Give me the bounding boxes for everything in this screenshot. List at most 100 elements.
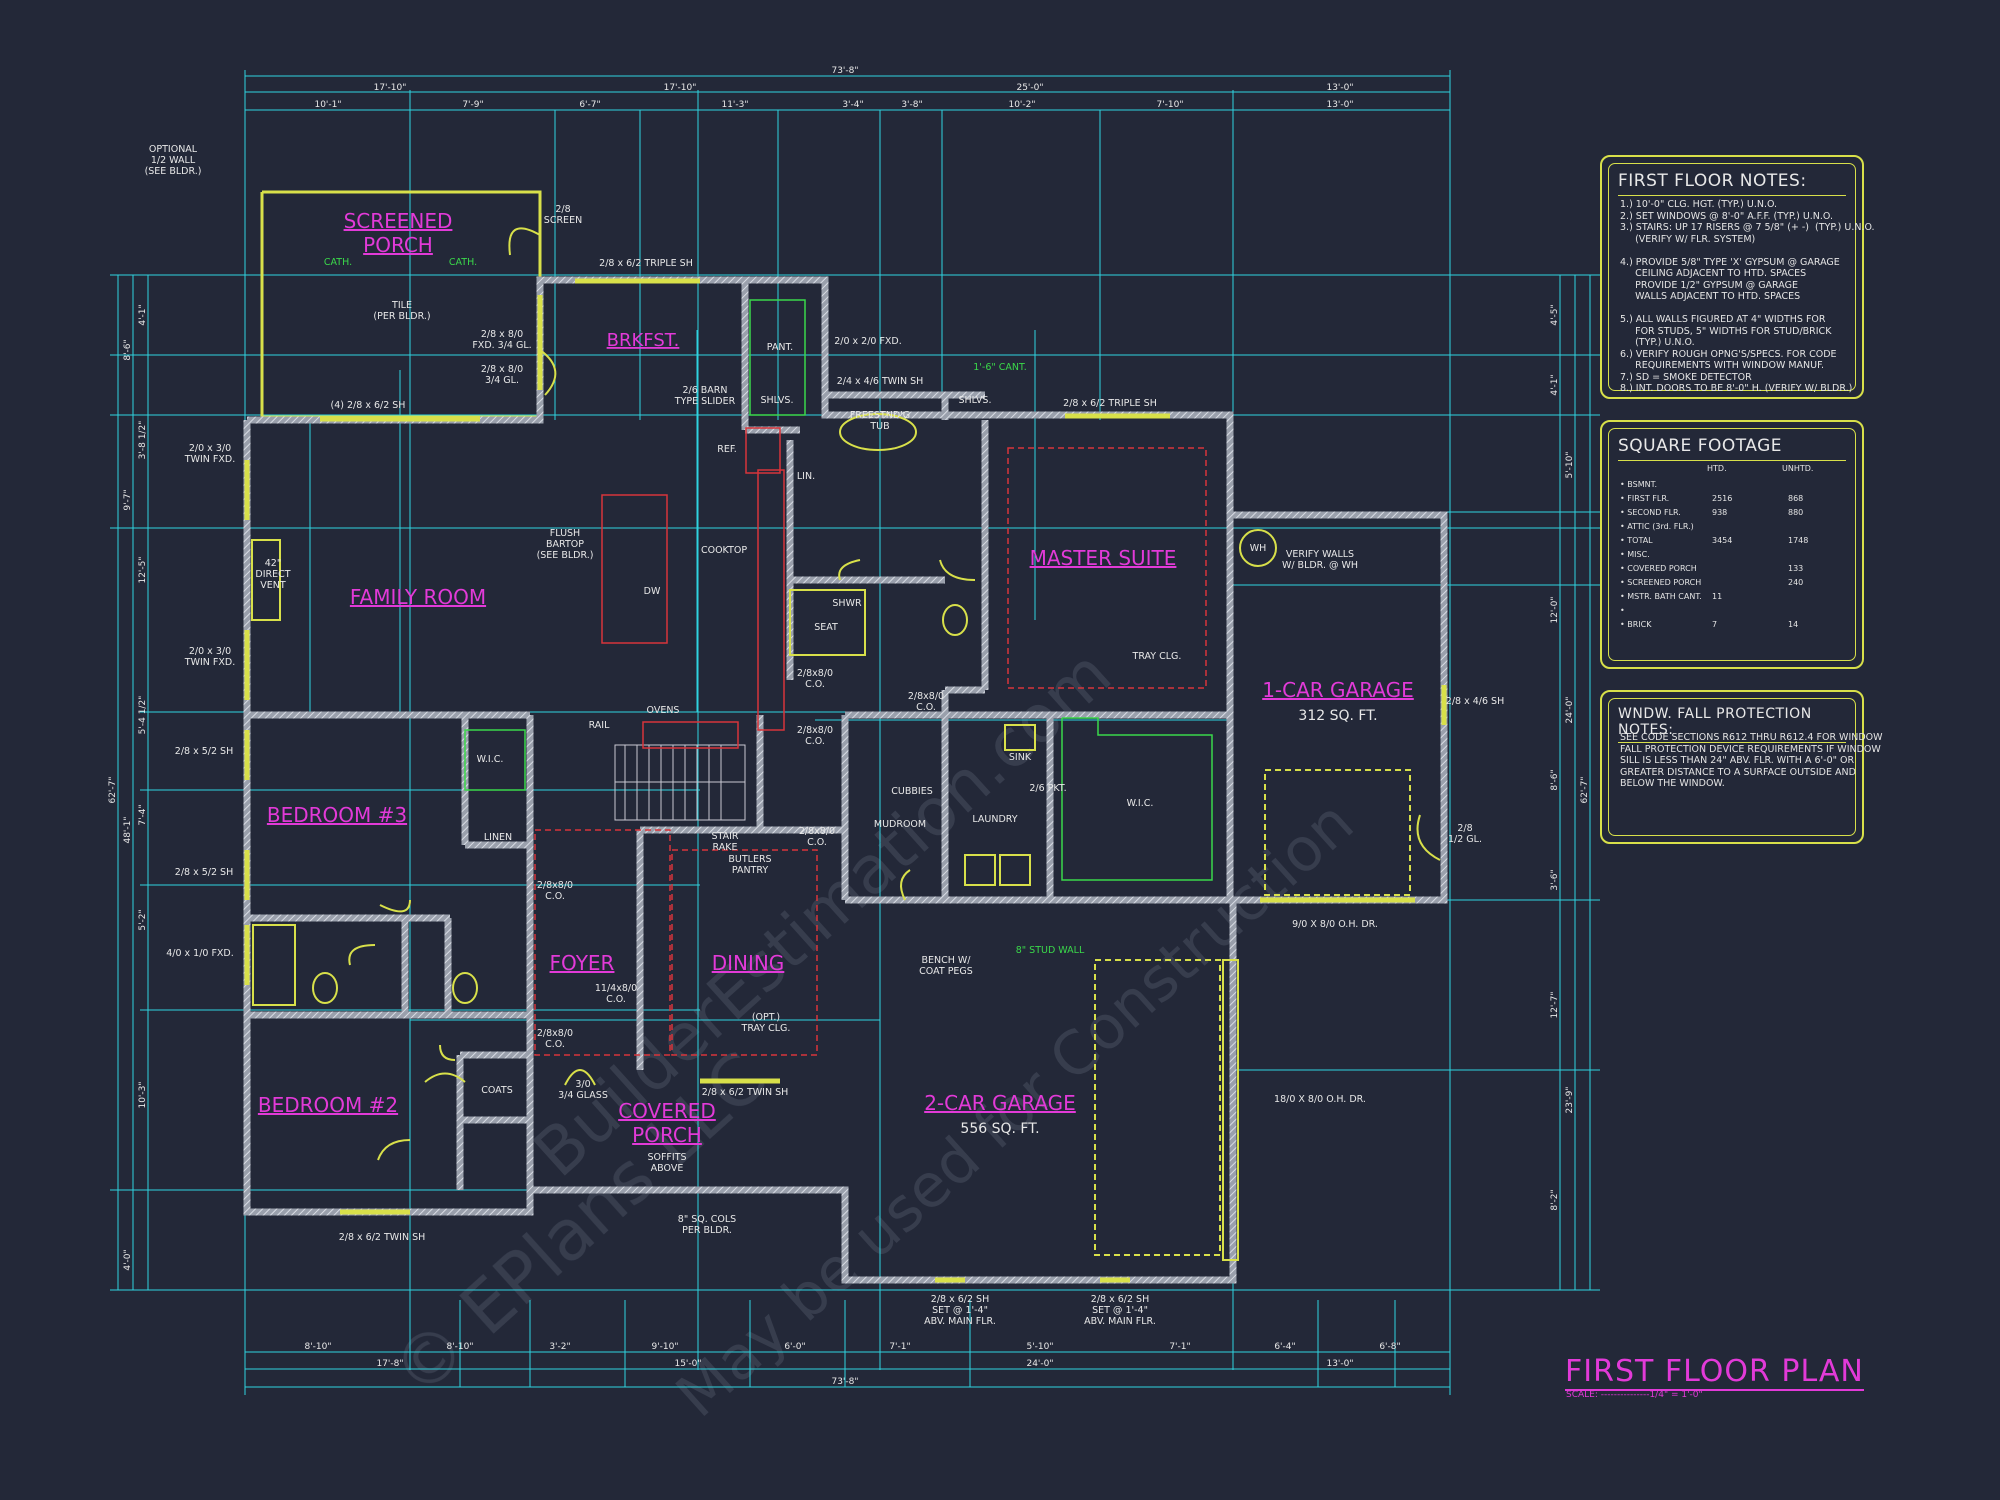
dim-right-3: 5'-10" <box>1565 451 1575 478</box>
annotation-twin3: 2/8 x 6/2 TWIN SH <box>339 1232 426 1243</box>
note-line: SILL IS LESS THAN 24" ABV. FLR. WITH A 6… <box>1620 755 1855 766</box>
sqft-header: HTD. UNHTD. <box>1602 464 1862 476</box>
dim-right-2: 4'-1" <box>1550 374 1560 395</box>
sqft-label: • MSTR. BATH CANT. <box>1620 592 1702 601</box>
annotation-sink: SINK <box>1009 752 1032 763</box>
annotation-coats: COATS <box>481 1085 513 1096</box>
note-line: WALLS ADJACENT TO HTD. SPACES <box>1620 291 1801 302</box>
annotation-cubbies: CUBBIES <box>891 786 932 797</box>
annotation-shwr: SHWR <box>832 598 862 609</box>
annotation-ref: REF. <box>717 444 737 455</box>
dim-bot-2-1: 17'-8" <box>376 1359 403 1369</box>
annotation-pant: PANT. <box>767 342 793 353</box>
dim-top-2-4: 13'-0" <box>1326 83 1353 93</box>
annotation-tray2: (OPT.)TRAY CLG. <box>741 1012 791 1034</box>
annotation-linen: LINEN <box>484 832 512 843</box>
windows-doors <box>244 227 1447 1283</box>
kitchen-fixtures <box>534 427 1207 1056</box>
note-line: REQUIREMENTS WITH WINDOW MANUF. <box>1620 360 1825 371</box>
dim-bot-1-1: 8'-10" <box>304 1342 331 1352</box>
annotation-cath1: CATH. <box>324 257 352 268</box>
master-tray <box>1007 447 1207 689</box>
window-fall-list: SEE CODE SECTIONS R612 THRU R612.4 FOR W… <box>1620 732 1883 790</box>
sqft-row: • ATTIC (3rd. FLR.) <box>1620 522 1852 536</box>
annotation-rail: RAIL <box>589 720 611 731</box>
master-toilet <box>942 604 968 636</box>
green-details <box>464 299 1213 881</box>
dim-right-9: 23'-9" <box>1565 1086 1575 1113</box>
dim-top-3-1: 10'-1" <box>314 100 341 110</box>
dim-top-3-4: 11'-3" <box>721 100 748 110</box>
annotation-sh46: 2/8 x 4/6 SH <box>1446 696 1504 707</box>
annotation-triple1: 2/8 x 6/2 TRIPLE SH <box>599 258 693 269</box>
sqft-label: • BRICK <box>1620 620 1652 629</box>
room-covered-porch-2: PORCH <box>632 1123 702 1147</box>
sqft-htd: 7 <box>1712 620 1718 629</box>
sqft-label: • SECOND FLR. <box>1620 508 1681 517</box>
dim-right-7: 3'-6" <box>1550 869 1560 890</box>
sqft-label: • COVERED PORCH <box>1620 564 1697 573</box>
dim-left-10: 4'-0" <box>123 1249 133 1270</box>
sqft-unhtd: 133 <box>1788 564 1804 573</box>
garage-door-18 <box>1222 959 1239 1261</box>
dim-right-4: 12'-0" <box>1550 596 1560 623</box>
note-line: SEE CODE SECTIONS R612 THRU R612.4 FOR W… <box>1620 732 1883 743</box>
note-line: CEILING ADJACENT TO HTD. SPACES <box>1620 268 1807 279</box>
dim-left-1: 4'-1" <box>138 304 148 325</box>
sqft-label: • <box>1620 606 1625 615</box>
sqft-row: • <box>1620 606 1852 620</box>
dim-bot-1-8: 7'-1" <box>1169 1342 1190 1352</box>
window-fall-panel: WNDW. FALL PROTECTION NOTES: SEE CODE SE… <box>1600 690 1883 844</box>
sqft-row: • BSMNT. <box>1620 480 1852 494</box>
plan-scale: SCALE: ---------------1/4" = 1'-0" <box>1566 1390 1703 1400</box>
note-line: 2.) SET WINDOWS @ 8'-0" A.F.F. (TYP.) U.… <box>1620 210 1834 222</box>
exterior-wall <box>243 276 1448 1284</box>
sqft-htd: 2516 <box>1712 494 1733 503</box>
dimension-labels-right: 4'-5" 4'-1" 5'-10" 12'-0" 24'-0" 8'-6" 3… <box>1550 304 1590 1210</box>
annotation-oh1: 9/0 X 8/0 O.H. DR. <box>1292 919 1378 930</box>
sqft-label: • ATTIC (3rd. FLR.) <box>1620 522 1694 531</box>
note-line: 1.) 10'-0" CLG. HGT. (TYP.) U.N.O. <box>1620 199 1778 210</box>
sqft-label: • MISC. <box>1620 550 1650 559</box>
annotation-tile: TILE(PER BLDR.) <box>373 300 430 322</box>
sqft-row: • COVERED PORCH 133 <box>1620 564 1852 578</box>
dim-top-3-2: 7'-9" <box>462 100 483 110</box>
washer <box>964 854 996 886</box>
plan-title: FIRST FLOOR PLAN <box>1565 1354 1864 1391</box>
square-footage-panel: SQUARE FOOTAGE HTD. UNHTD. • BSMNT.• FIR… <box>1600 420 1864 669</box>
dim-right-8: 12'-7" <box>1550 991 1560 1018</box>
room-dining: DINING <box>712 951 785 975</box>
first-floor-notes-title: FIRST FLOOR NOTES: <box>1618 171 1846 196</box>
stairs <box>614 744 746 821</box>
annotation-fxd2: 2/0 x 2/0 FXD. <box>834 336 902 347</box>
annotation-twin2: 2/8 x 6/2 TWIN SH <box>702 1087 789 1098</box>
note-line: GREATER DISTANCE TO A SURFACE OUTSIDE AN… <box>1620 766 1856 778</box>
annotation-pkt: 2/6 PKT. <box>1029 783 1066 794</box>
sqft-unhtd: 868 <box>1788 494 1804 503</box>
note-line: FALL PROTECTION DEVICE REQUIREMENTS IF W… <box>1620 743 1881 755</box>
dim-top-2-3: 25'-0" <box>1016 83 1043 93</box>
dim-top-2-2: 17'-10" <box>664 83 697 93</box>
annotation-stud: 8" STUD WALL <box>1016 945 1085 956</box>
sqft-htd: 3454 <box>1712 536 1733 545</box>
annotation-ovens: OVENS <box>647 705 680 716</box>
room-areas: 312 SQ. FT. 556 SQ. FT. <box>960 708 1377 1137</box>
annotation-fxd3: 4/0 x 1/0 FXD. <box>166 948 234 959</box>
sqft-htd: 11 <box>1712 592 1723 601</box>
